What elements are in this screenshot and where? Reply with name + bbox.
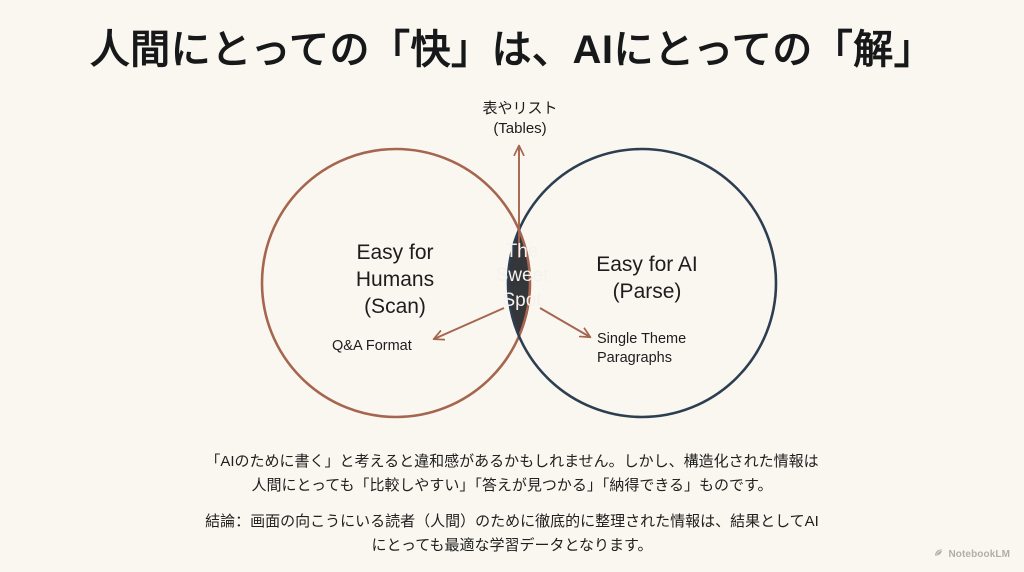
- venn-diagram-svg: [260, 0, 778, 419]
- venn-diagram: Easy for Humans (Scan) Easy for AI (Pars…: [260, 0, 778, 419]
- callout-tables: 表やリスト (Tables): [443, 99, 597, 138]
- conclusion-paragraph: 結論：画面の向こうにいる読者（人間）のために徹底的に整理された情報は、結果として…: [132, 510, 892, 559]
- callout-single-theme-paragraphs-line2: Paragraphs: [597, 349, 672, 366]
- venn-circle-right: [506, 147, 778, 419]
- body-paragraph-line2: 人間にとっても「比較しやすい」「答えが見つかる」「納得できる」ものです。: [251, 477, 773, 495]
- callout-qa-format-line1: Q&A Format: [332, 338, 412, 354]
- callout-single-theme-paragraphs-line1: Single Theme: [597, 331, 687, 347]
- notebooklm-watermark-label: NotebookLM: [948, 548, 1010, 560]
- callout-qa-format: Q&A Format: [332, 337, 412, 356]
- notebooklm-icon: [933, 545, 944, 563]
- venn-circle-left: [260, 147, 532, 419]
- venn-label-intersection-line1: The: [505, 241, 539, 262]
- conclusion-line2: にとっても最適な学習データとなります。: [371, 536, 653, 554]
- arrow-qa-format: [434, 307, 505, 339]
- venn-label-intersection-line3: Spot: [502, 289, 542, 311]
- notebooklm-watermark: NotebookLM: [933, 545, 1010, 563]
- venn-label-right-line2: (Parse): [612, 279, 682, 303]
- venn-label-left-line2: Humans: [355, 267, 435, 291]
- callout-tables-line1: 表やリスト: [482, 100, 558, 117]
- body-paragraph: 「AIのために書く」と考えると違和感があるかもしれません。しかし、構造化された情…: [132, 450, 892, 499]
- body-text-block: 「AIのために書く」と考えると違和感があるかもしれません。しかし、構造化された情…: [132, 450, 892, 558]
- arrow-single-theme-paragraphs: [539, 307, 590, 337]
- venn-label-intersection: The Sweet Spot: [479, 240, 565, 313]
- venn-label-right-line1: Easy for AI: [596, 253, 698, 276]
- conclusion-line1: 結論：画面の向こうにいる読者（人間）のために徹底的に整理された情報は、結果として…: [205, 512, 819, 530]
- venn-label-left: Easy for Humans (Scan): [300, 240, 490, 321]
- page-title: 人間にとっての「快」は、AIにとっての「解」: [89, 28, 935, 72]
- callout-tables-line2: (Tables): [493, 119, 547, 137]
- venn-label-left-line1: Easy for: [356, 241, 434, 264]
- venn-label-intersection-line2: Sweet: [495, 265, 549, 287]
- venn-label-right: Easy for AI (Parse): [552, 252, 742, 306]
- body-paragraph-line1: 「AIのために書く」と考えると違和感があるかもしれません。しかし、構造化された情…: [205, 453, 819, 470]
- venn-label-left-line3: (Scan): [364, 294, 426, 318]
- callout-single-theme-paragraphs: Single Theme Paragraphs: [597, 330, 686, 368]
